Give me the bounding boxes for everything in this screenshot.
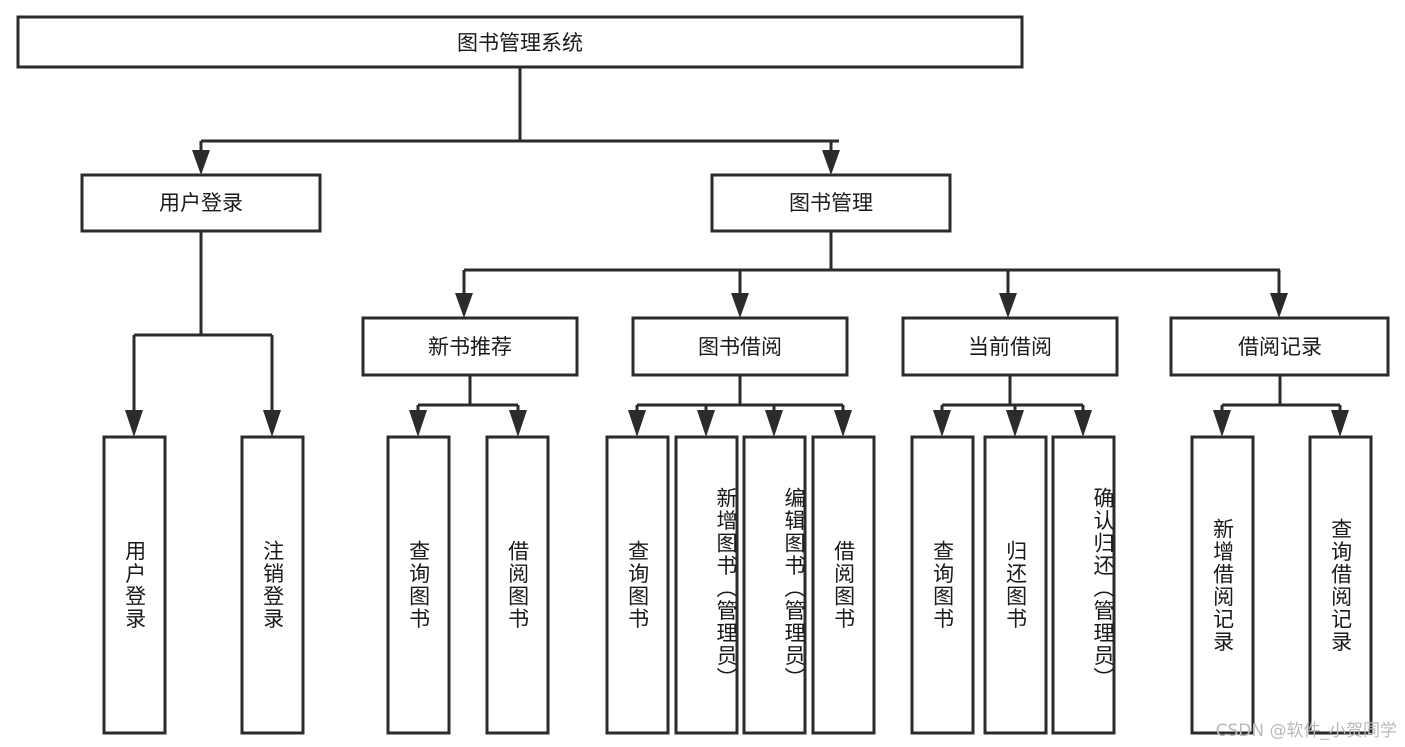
arrowhead-leaf-confirm-return-admin (1074, 410, 1092, 437)
arrowhead-leaf-borrow-book-1 (509, 410, 527, 437)
connector-group-root (192, 67, 840, 175)
leaf-box-add-borrow-record[interactable] (1190, 435, 1255, 735)
arrowhead-borrow-record (1270, 293, 1288, 318)
leaf-box-return-book[interactable] (983, 435, 1048, 735)
leaf-box-borrow-book-1[interactable] (485, 435, 550, 735)
leaf-box-add-book-admin[interactable] (674, 435, 739, 735)
node-book-manage-box[interactable] (710, 173, 952, 233)
node-borrow-record-label: 借阅记录 (1238, 335, 1322, 359)
node-root-box[interactable] (16, 15, 1024, 69)
node-current-borrow-label: 当前借阅 (968, 335, 1052, 359)
node-root-label: 图书管理系统 (457, 31, 583, 55)
arrowhead-book-borrow (731, 293, 749, 318)
node-new-book-recommend[interactable]: 新书推荐 (361, 316, 579, 377)
connector-group-user-login (125, 231, 281, 437)
leaf-box-query-book-2[interactable] (605, 435, 670, 735)
connector-group-current-borrow (933, 375, 1092, 437)
node-new-book-recommend-box[interactable] (361, 316, 579, 377)
node-root[interactable]: 图书管理系统 (16, 15, 1024, 69)
arrowhead-user-login (192, 150, 210, 175)
node-book-manage[interactable]: 图书管理 (710, 173, 952, 233)
node-current-borrow-box[interactable] (901, 316, 1119, 377)
leaf-box-edit-book-admin[interactable] (742, 435, 807, 735)
arrowhead-leaf-query-book-1 (409, 410, 427, 437)
leaf-box-query-book-3[interactable] (910, 435, 975, 735)
connector-group-borrow-record (1213, 375, 1349, 437)
node-user-login-label: 用户登录 (159, 191, 243, 215)
node-user-login[interactable]: 用户登录 (80, 173, 322, 233)
arrowhead-leaf-add-borrow-record (1213, 410, 1231, 437)
arrowhead-leaf-return-book (1006, 410, 1024, 437)
arrowhead-leaf-query-book-3 (933, 410, 951, 437)
arrowhead-leaf-add-book-admin (697, 410, 715, 437)
leaf-box-query-borrow-record[interactable] (1308, 435, 1373, 735)
leaf-box-user-login[interactable] (102, 435, 167, 735)
leaf-box-logout-login[interactable] (240, 435, 305, 735)
arrowhead-leaf-query-book-2 (628, 410, 646, 437)
arrowhead-leaf-borrow-book-2 (834, 410, 852, 437)
connector-group-new-book-recommend (409, 375, 527, 437)
watermark-text: CSDN @软件_小贺同学 (1215, 721, 1397, 741)
node-book-borrow-label: 图书借阅 (698, 335, 782, 359)
leaf-box-query-book-1[interactable] (386, 435, 451, 735)
arrowhead-leaf-edit-book-admin (765, 410, 783, 437)
arrowhead-new-book-recommend (455, 293, 473, 318)
node-book-manage-label: 图书管理 (789, 191, 873, 215)
arrowhead-leaf-query-borrow-record (1331, 410, 1349, 437)
node-borrow-record[interactable]: 借阅记录 (1169, 316, 1390, 377)
node-new-book-recommend-label: 新书推荐 (428, 335, 512, 359)
leaf-box-borrow-book-2[interactable] (811, 435, 876, 735)
leaf-box-confirm-return-admin[interactable] (1051, 435, 1116, 735)
arrowhead-leaf-user-login (125, 410, 143, 437)
connector-group-book-borrow (628, 375, 852, 437)
node-borrow-record-box[interactable] (1169, 316, 1390, 377)
node-book-borrow-box[interactable] (631, 316, 849, 377)
node-book-borrow[interactable]: 图书借阅 (631, 316, 849, 377)
leaf-boxes (102, 435, 1373, 735)
arrowhead-leaf-logout-login (263, 410, 281, 437)
node-current-borrow[interactable]: 当前借阅 (901, 316, 1119, 377)
connector-group-book-manage (455, 231, 1288, 318)
arrowhead-current-borrow (999, 293, 1017, 318)
node-user-login-box[interactable] (80, 173, 322, 233)
arrowhead-book-manage (822, 150, 840, 175)
